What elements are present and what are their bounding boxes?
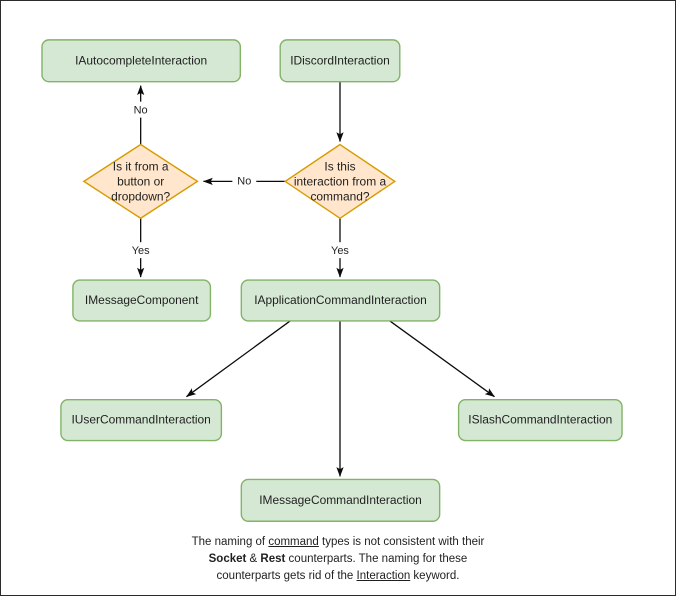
decision-label-line-1: Is this [324,160,355,174]
caption-line-1: The naming of command types is not consi… [1,534,675,551]
caption-l1-b: types is not consistent with their [318,536,485,548]
node-box[interactable] [279,39,401,83]
node-message-command-interaction[interactable]: IMessageCommandInteraction [240,478,441,522]
caption-l2-bold-socket: Socket [208,553,247,565]
node-label-text: IApplicationCommandInteraction [254,293,427,307]
node-box[interactable] [240,478,441,522]
caption-line-2: Socket & Rest counterparts. The naming f… [1,551,675,568]
node-user-command-interaction[interactable]: IUserCommandInteraction [60,398,223,442]
decision-diamond[interactable] [283,143,397,220]
node-box[interactable] [41,39,242,83]
edge-labels-layer: No No Yes Yes [126,101,354,259]
edge-label-text: No [237,175,251,187]
node-label-text: IMessageCommandInteraction [259,493,422,507]
diagram-caption: The naming of command types is not consi… [1,534,675,585]
node-box[interactable] [457,398,623,442]
node-application-command-interaction[interactable]: IApplicationCommandInteraction [240,279,441,322]
node-label-text: IUserCommandInteraction [71,413,210,427]
edge-label-no-autocomplete: No [128,101,153,118]
caption-line-3: counterparts gets rid of the Interaction… [1,568,675,585]
node-decision-interaction-from-command[interactable]: Is this interaction from a command? [283,143,397,220]
node-label-text: IAutocompleteInteraction [75,53,207,67]
node-box[interactable] [60,398,223,442]
caption-l1-a: The naming of [191,536,269,548]
decision-label-line-3: dropdown? [111,189,170,203]
edge-label-text: Yes [132,245,150,257]
edge-appcommand-to-usercommand [186,320,291,398]
node-label-text: IMessageComponent [85,293,199,307]
decision-label-line-3: command? [310,189,369,203]
node-box[interactable] [72,279,212,322]
decision-label-line-2: button or [117,175,164,189]
edge-label-text: Yes [331,245,349,257]
decision-label-line-1: Is it from a [113,160,169,174]
node-message-component[interactable]: IMessageComponent [72,279,212,322]
caption-l3-b: keyword. [410,570,460,582]
caption-l3-underline: Interaction [356,570,411,582]
caption-l3-a: counterparts gets rid of the [216,570,357,582]
edge-label-yes-messagecomponent: Yes [126,242,155,259]
caption-l2-amp: & [246,553,261,565]
decision-label-line-2: interaction from a [294,175,387,189]
node-discord-interaction[interactable]: IDiscordInteraction [279,39,401,83]
caption-l1-underline: command [268,536,319,548]
caption-l2-bold-rest: Rest [260,553,286,565]
edge-appcommand-to-slashcommand [389,320,495,398]
edge-label-yes-appcommand: Yes [326,242,354,259]
node-label-text: IDiscordInteraction [290,53,390,67]
decision-diamond[interactable] [82,143,199,220]
edge-label-text: No [134,105,148,117]
edge-label-no-buttonq: No [232,173,257,190]
node-label-text: ISlashCommandInteraction [468,413,612,427]
caption-l2-c: counterparts. The naming for these [285,553,468,565]
node-decision-button-or-dropdown[interactable]: Is it from a button or dropdown? [82,143,199,220]
node-box[interactable] [240,279,441,322]
flowchart-svg: No No Yes Yes IAutocompleteInteraction I… [41,39,623,522]
node-slash-command-interaction[interactable]: ISlashCommandInteraction [457,398,623,442]
node-autocomplete-interaction[interactable]: IAutocompleteInteraction [41,39,242,83]
